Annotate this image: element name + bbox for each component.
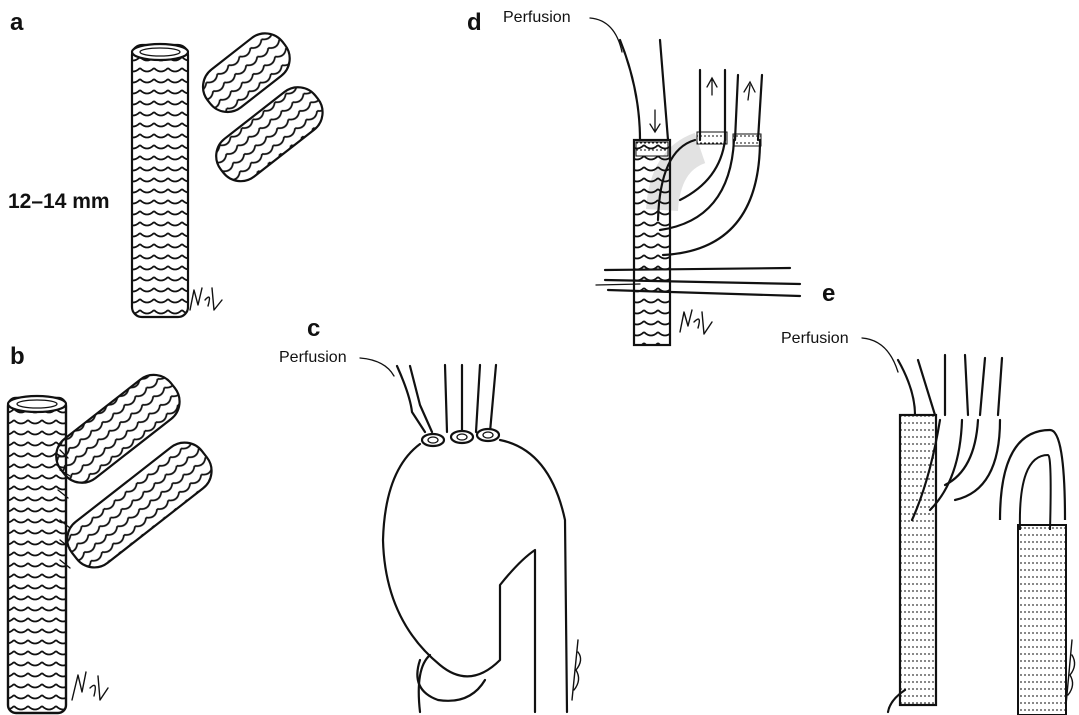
panel-e-letter: e (822, 280, 835, 307)
down-arrow-icon (650, 110, 660, 132)
panel-c: c Perfusion (279, 315, 581, 712)
panel-e-perfusion-arrow (862, 338, 898, 372)
panel-a-letter: a (10, 9, 24, 36)
panel-d-signature (680, 310, 712, 334)
panel-b: b (8, 343, 220, 713)
panel-d-native-vessels (620, 40, 762, 140)
panel-c-perfusion-label: Perfusion (279, 349, 347, 366)
panel-c-signature (572, 640, 581, 700)
panel-c-perfusion-arrow (360, 358, 394, 376)
panel-d-letter: d (467, 9, 482, 36)
panel-c-aorta (383, 440, 567, 712)
up-arrow-icon-2 (744, 82, 755, 100)
panel-e-graft (888, 415, 1066, 715)
panel-d-perfusion-arrow (590, 18, 622, 52)
panel-a-dimension-label: 12–14 mm (8, 190, 110, 213)
panel-b-letter: b (10, 343, 25, 370)
panel-e-perfusion-label: Perfusion (781, 330, 849, 347)
panel-a: a 12–14 mm (8, 9, 331, 317)
panel-d: d Perfusion (467, 9, 800, 345)
panel-d-graft (634, 132, 761, 345)
panel-d-clamp (596, 268, 800, 296)
panel-a-signature (190, 288, 222, 310)
up-arrow-icon (707, 78, 717, 95)
panel-e-native-vessels (898, 355, 1002, 415)
panel-c-arch-vessels (397, 365, 499, 446)
panel-e-signature (1066, 640, 1075, 705)
panel-a-main-graft (132, 44, 188, 317)
panel-c-letter: c (307, 315, 320, 342)
panel-e: e Perfusion (781, 280, 1075, 715)
panel-b-signature (72, 672, 108, 700)
panel-b-main-graft (8, 396, 66, 713)
panel-d-perfusion-label: Perfusion (503, 9, 571, 26)
